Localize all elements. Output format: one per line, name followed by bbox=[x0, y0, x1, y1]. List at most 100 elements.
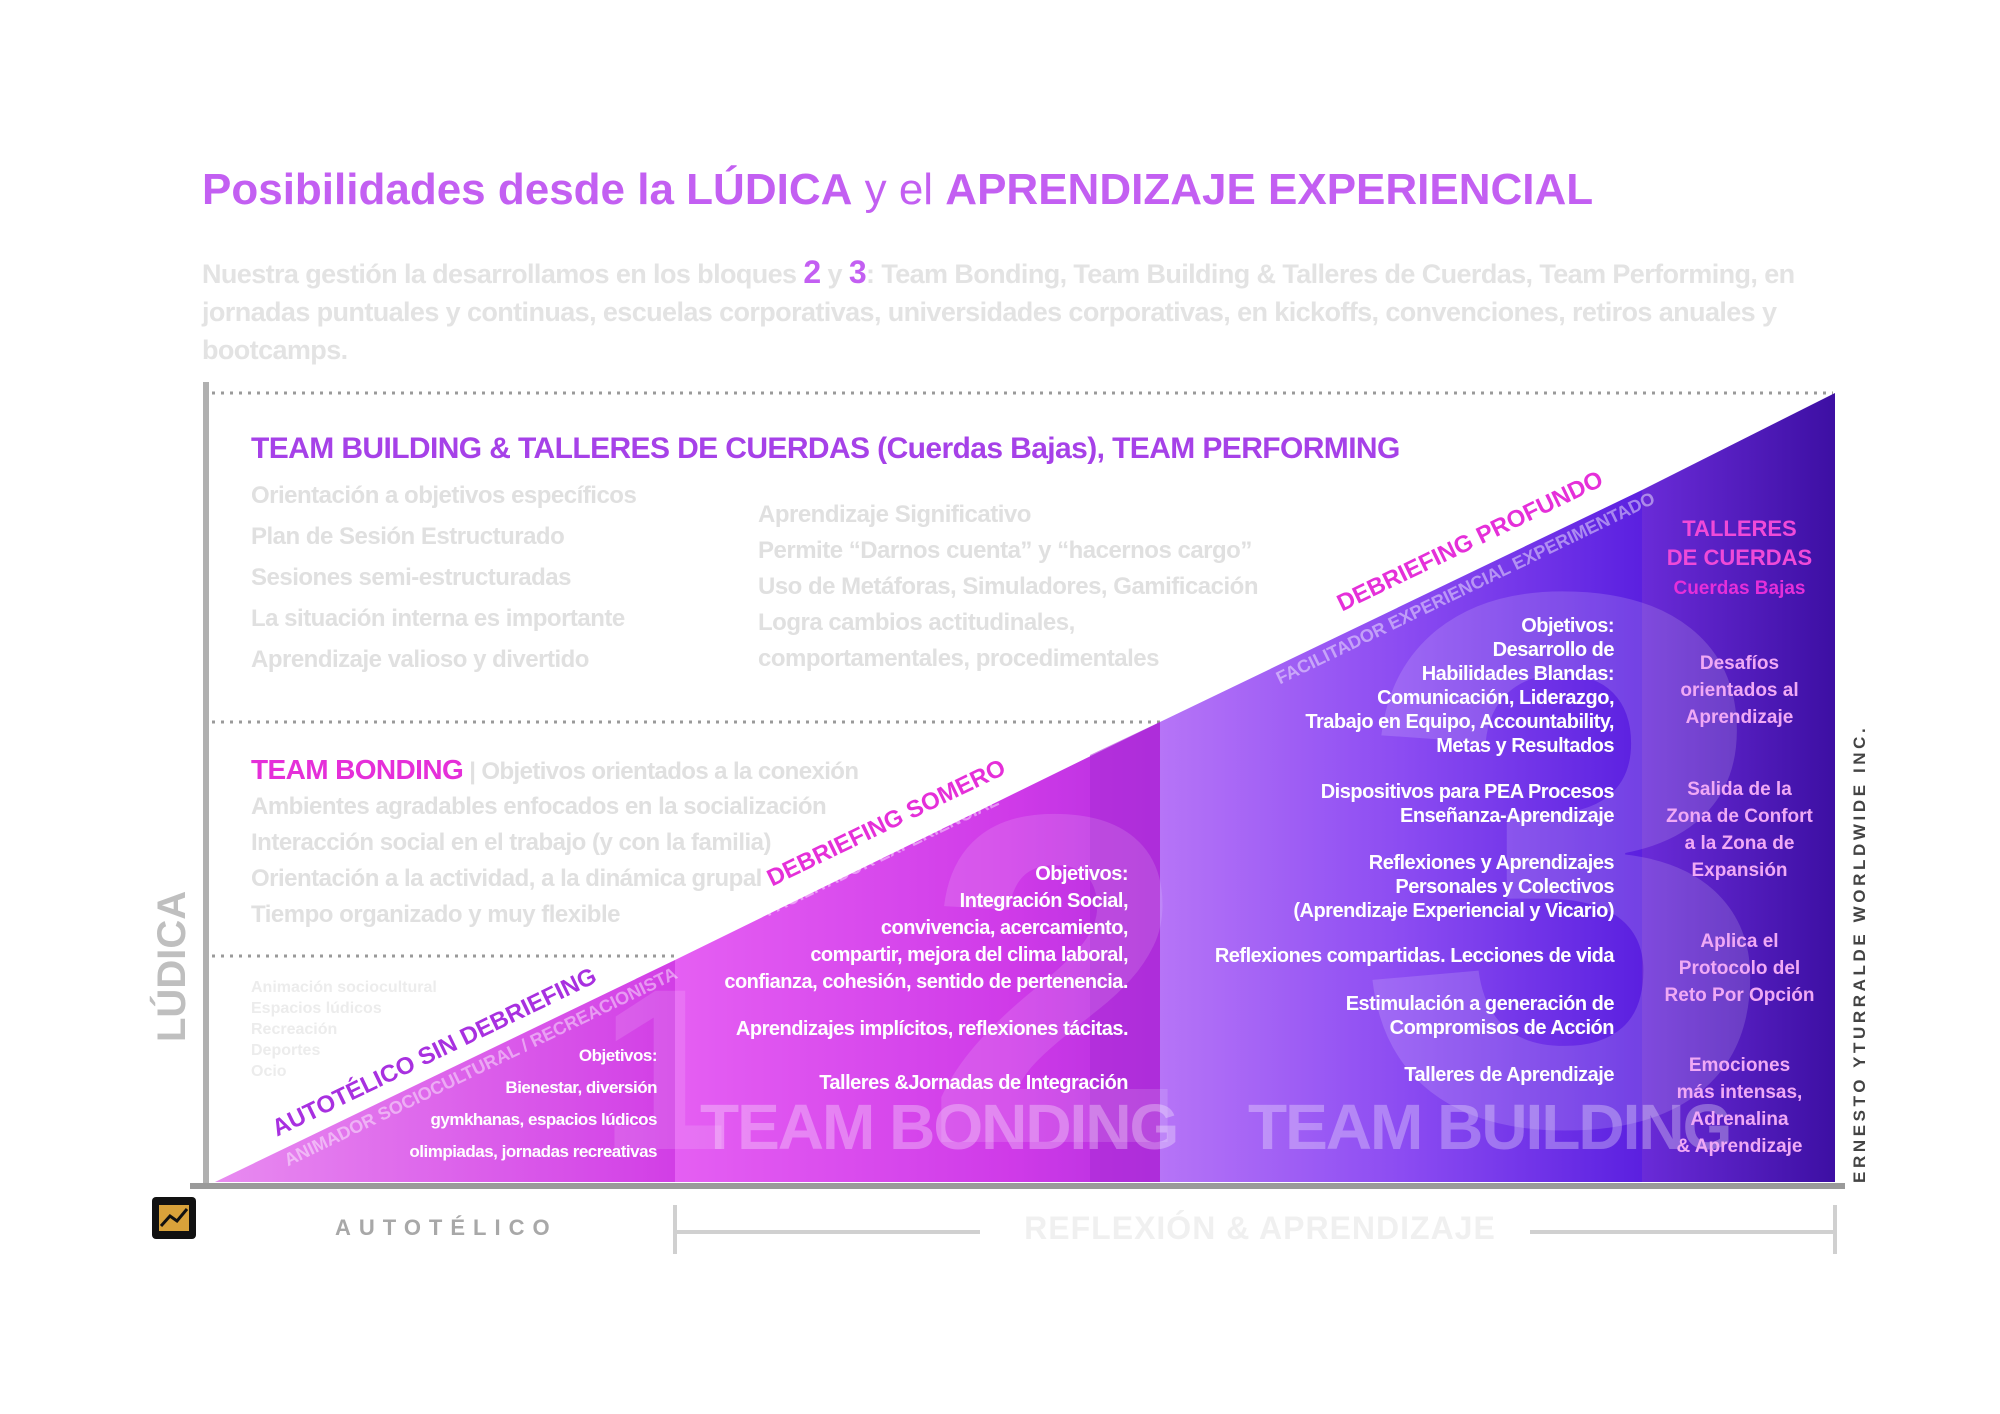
block-2-objectives: Objetivos: Integración Social, convivenc… bbox=[690, 861, 1128, 996]
block-3-compartidas: Reflexiones compartidas. Lecciones de vi… bbox=[1214, 945, 1615, 967]
block-3-line: Objetivos: bbox=[1521, 615, 1614, 637]
block-4-line: Aplica el bbox=[1700, 931, 1779, 952]
title-connector: y el bbox=[852, 165, 946, 214]
block-2-number: 2 bbox=[925, 717, 1187, 1242]
block-4-line: más intensas, bbox=[1676, 1082, 1803, 1103]
list-item: Deportes bbox=[251, 1042, 321, 1059]
list-item: Orientación a la actividad, a la dinámic… bbox=[251, 865, 762, 892]
x-axis-right-label: REFLEXIÓN & APRENDIZAJE bbox=[1024, 1210, 1496, 1246]
middle-section-heading-suffix: | Objetivos orientados a la conexión bbox=[463, 758, 859, 785]
middle-section-heading: TEAM BONDING bbox=[251, 754, 464, 785]
block-3-estimulacion: Estimulación a generación de Compromisos… bbox=[1200, 992, 1615, 1040]
list-item: Interacción social en el trabajo (y con … bbox=[251, 829, 772, 856]
subtitle-text-2: : Team Bonding, Team Building & Talleres… bbox=[202, 259, 1795, 365]
page-title: Posibilidades desde la LÚDICA y el APREN… bbox=[202, 165, 1593, 215]
list-item: Sesiones semi-estructuradas bbox=[251, 564, 571, 591]
block-1-number: 1 bbox=[600, 941, 728, 1198]
block-2-line: convivencia, acercamiento, bbox=[880, 917, 1129, 939]
block-3-line: Desarrollo de bbox=[1492, 639, 1615, 661]
block-4-title-line: DE CUERDAS bbox=[1666, 545, 1813, 570]
top-right-list: Aprendizaje Significativo Permite “Darno… bbox=[758, 497, 1318, 677]
block-3-dispositivos: Dispositivos para PEA Procesos Enseñanza… bbox=[1200, 780, 1615, 828]
bottom-list: Animación sociocultural Espacios lúdicos… bbox=[251, 977, 511, 1082]
subtitle-block-3: 3 bbox=[848, 254, 867, 290]
block-2-talleres: Talleres &Jornadas de Integración bbox=[819, 1072, 1128, 1094]
top-section-heading: TEAM BUILDING & TALLERES DE CUERDAS (Cue… bbox=[251, 432, 1400, 465]
middle-list: Ambientes agradables enfocados en la soc… bbox=[251, 789, 851, 933]
list-item: comportamentales, procedimentales bbox=[758, 645, 1159, 672]
list-item: Ocio bbox=[251, 1063, 287, 1080]
block-3-talleres: Talleres de Aprendizaje bbox=[1404, 1064, 1614, 1086]
y-axis-label: LÚDICA bbox=[150, 890, 194, 1042]
list-item: Espacios lúdicos bbox=[251, 1000, 382, 1017]
block-4-line: orientados al bbox=[1680, 680, 1799, 701]
block-1-line: olimpiadas, jornadas recreativas bbox=[409, 1142, 657, 1161]
block-2-fold bbox=[1090, 722, 1160, 1182]
list-item: Permite “Darnos cuenta” y “hacernos carg… bbox=[758, 537, 1252, 564]
block-1-line: gymkhanas, espacios lúdicos bbox=[430, 1110, 658, 1129]
list-item: Recreación bbox=[251, 1021, 338, 1038]
block-3-line: Compromisos de Acción bbox=[1389, 1017, 1615, 1039]
block-3-line: Comunicación, Liderazgo, bbox=[1377, 687, 1614, 709]
list-item: Aprendizaje valioso y divertido bbox=[251, 646, 589, 673]
block-4-subtitle: Cuerdas Bajas bbox=[1673, 578, 1806, 599]
block-4-line: Protocolo del bbox=[1678, 958, 1801, 979]
block-3-line: (Aprendizaje Experiencial y Vicario) bbox=[1293, 900, 1614, 922]
block-4-shape bbox=[1642, 393, 1835, 1182]
logo-icon-mark bbox=[159, 1208, 189, 1228]
block-3-number: 3 bbox=[1355, 435, 1778, 1284]
block-4-line: Expansión bbox=[1691, 860, 1788, 881]
list-item: Uso de Metáforas, Simuladores, Gamificac… bbox=[758, 573, 1258, 600]
credit-label: ERNESTO YTURRALDE WORLDWIDE INC. bbox=[1850, 724, 1869, 1183]
list-item: Aprendizaje Significativo bbox=[758, 501, 1031, 528]
block-4-item-1: Desafíos orientados al Aprendizaje bbox=[1652, 650, 1827, 731]
block-3-reflexiones: Reflexiones y Aprendizajes Personales y … bbox=[1200, 851, 1614, 923]
title-aprendizaje: APRENDIZAJE EXPERIENCIAL bbox=[945, 165, 1594, 214]
middle-section-heading-row: TEAM BONDING | Objetivos orientados a la… bbox=[251, 754, 859, 786]
block-3-shape bbox=[1160, 490, 1642, 1182]
list-item: Animación sociocultural bbox=[251, 979, 437, 996]
block-4-title: TALLERES DE CUERDAS bbox=[1652, 514, 1827, 572]
list-item: Tiempo organizado y muy flexible bbox=[251, 901, 620, 928]
list-item: Plan de Sesión Estructurado bbox=[251, 523, 565, 550]
block-4-line: & Aprendizaje bbox=[1676, 1136, 1803, 1157]
block-2-line: Objetivos: bbox=[1035, 863, 1128, 885]
block-4-line: Desafíos bbox=[1699, 653, 1780, 674]
block-4-title-line: TALLERES bbox=[1682, 516, 1797, 541]
page-subtitle: Nuestra gestión la desarrollamos en los … bbox=[202, 253, 1852, 369]
block-2-line: compartir, mejora del clima laboral, bbox=[810, 944, 1128, 966]
block-1-shape bbox=[215, 960, 675, 1182]
block-1-line: Objetivos: bbox=[578, 1046, 658, 1065]
block-1-objectives: Objetivos: Bienestar, diversión gymkhana… bbox=[395, 1040, 657, 1168]
list-item: Ambientes agradables enfocados en la soc… bbox=[251, 793, 827, 820]
list-item: Logra cambios actitudinales, bbox=[758, 609, 1075, 636]
block-4-item-3: Aplica el Protocolo del Reto Por Opción bbox=[1652, 928, 1827, 1009]
list-item: Orientación a objetivos específicos bbox=[251, 482, 637, 509]
block-4-line: Reto Por Opción bbox=[1664, 985, 1815, 1006]
block-4-line: Zona de Confort bbox=[1666, 806, 1813, 827]
block-4-item-4: Emociones más intensas, Adrenalina & Apr… bbox=[1652, 1052, 1827, 1160]
block-2-line: Integración Social, bbox=[959, 890, 1129, 912]
block-2-big-label: TEAM BONDING bbox=[700, 1091, 1179, 1163]
list-item: La situación interna es importante bbox=[251, 605, 625, 632]
block-3-line: Trabajo en Equipo, Accountability, bbox=[1305, 711, 1614, 733]
block-4-line: Aprendizaje bbox=[1685, 707, 1794, 728]
block-3-line: Reflexiones y Aprendizajes bbox=[1368, 852, 1615, 874]
subtitle-and: y bbox=[820, 259, 849, 289]
block-2-implicit: Aprendizajes implícitos, reflexiones tác… bbox=[735, 1018, 1129, 1040]
top-left-list: Orientación a objetivos específicos Plan… bbox=[251, 475, 771, 680]
block-3-objectives: Objetivos: Desarrollo de Habilidades Bla… bbox=[1200, 614, 1614, 758]
block-4-line: Adrenalina bbox=[1690, 1109, 1789, 1130]
title-ludica: Posibilidades desde la LÚDICA bbox=[202, 165, 853, 214]
block-2-line: confianza, cohesión, sentido de pertenen… bbox=[724, 971, 1128, 993]
subtitle-text-1: Nuestra gestión la desarrollamos en los … bbox=[202, 259, 804, 289]
block-3-line: Dispositivos para PEA Procesos bbox=[1320, 781, 1615, 803]
block-4-line: a la Zona de bbox=[1684, 833, 1795, 854]
block-3-line: Personales y Colectivos bbox=[1395, 876, 1614, 898]
subtitle-block-2: 2 bbox=[803, 254, 821, 290]
x-axis-left-label: AUTOTÉLICO bbox=[335, 1215, 558, 1240]
block-4-line: Emociones bbox=[1688, 1055, 1791, 1076]
block-3-line: Metas y Resultados bbox=[1436, 735, 1614, 757]
block-3-line: Habilidades Blandas: bbox=[1421, 663, 1615, 685]
